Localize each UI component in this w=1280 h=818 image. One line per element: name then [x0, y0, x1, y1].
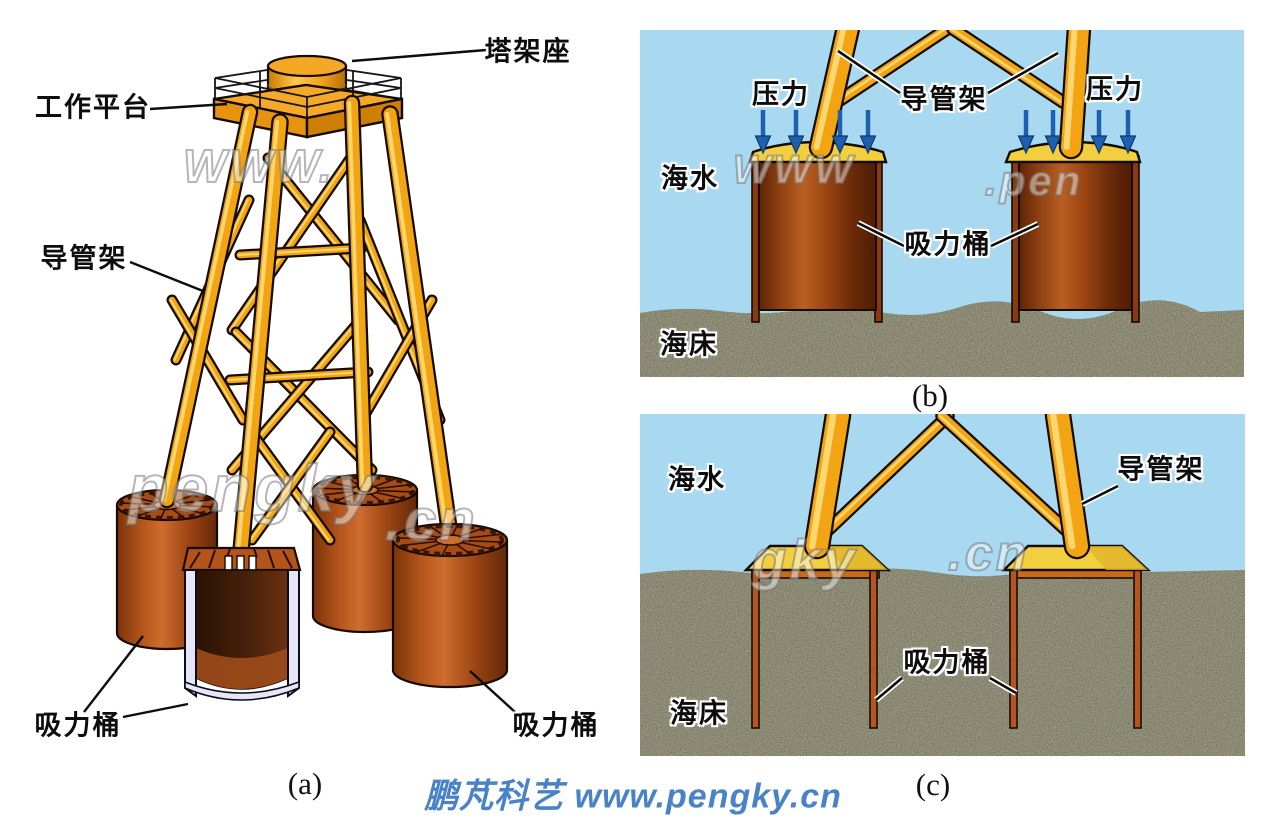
label-seawater-c: 海水: [668, 464, 726, 495]
label-suction-bucket-a-right: 吸力桶: [512, 710, 600, 741]
label-pressure-right: 压力: [1086, 74, 1144, 105]
leader-lines-b: [836, 48, 1060, 249]
label-suction-bucket-b: 吸力桶: [904, 229, 992, 260]
caption-a: (a): [287, 766, 323, 801]
jacket-legs-c: [803, 414, 1091, 560]
label-seabed-c: 海床: [670, 698, 728, 729]
label-tower-seat: 塔架座: [484, 36, 572, 67]
site-brand-link[interactable]: 鹏芃科艺 www.pengky.cn: [424, 777, 842, 816]
seabed-c: [640, 563, 1245, 756]
panel-c-illustration: [640, 414, 1245, 756]
label-work-platform: 工作平台: [35, 92, 151, 123]
label-suction-bucket-a-left: 吸力桶: [34, 710, 122, 741]
label-jacket-b: 导管架: [900, 84, 988, 115]
pressure-arrows: [754, 110, 1137, 155]
jacket-legs: [158, 94, 459, 544]
suction-bucket-b-right: [1004, 140, 1142, 323]
label-pressure-left: 压力: [752, 79, 810, 110]
label-suction-bucket-c: 吸力桶: [903, 647, 991, 678]
jacket-front-leg: [232, 113, 289, 560]
label-seabed-b: 海床: [660, 329, 718, 360]
suction-bucket-front-right: [391, 522, 509, 689]
label-seawater-b: 海水: [661, 163, 719, 194]
panel-b-illustration: [640, 30, 1244, 377]
caption-c: (c): [915, 767, 951, 802]
jacket-legs-b: [808, 30, 1092, 160]
seabed-b: [640, 300, 1244, 377]
suction-bucket-cutaway: [181, 546, 302, 701]
caption-b: (b): [911, 378, 949, 413]
leader-lines-c: [874, 483, 1120, 703]
label-jacket-a: 导管架: [40, 243, 128, 274]
leader-lines-a: [83, 48, 516, 719]
suction-bucket-b-left: [748, 140, 888, 323]
platform-railing-front: [214, 77, 402, 118]
label-jacket-c: 导管架: [1117, 454, 1205, 485]
panel-a-illustration: [83, 48, 516, 719]
